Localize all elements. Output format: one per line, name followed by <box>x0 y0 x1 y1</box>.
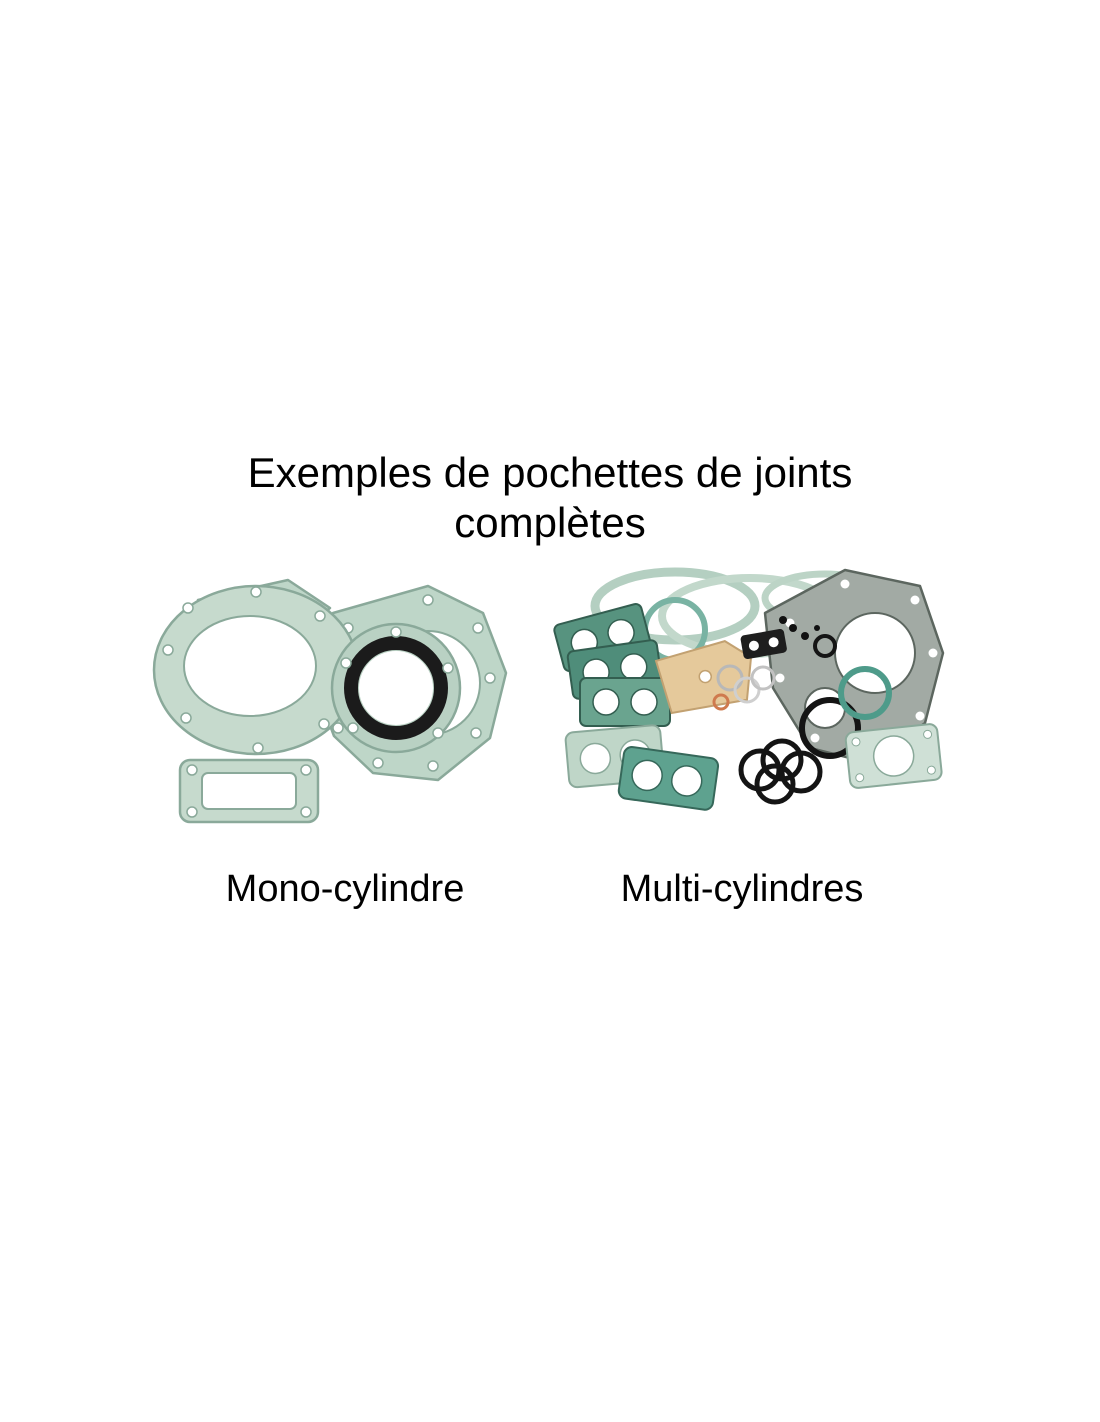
title-line-1: Exemples de pochettes de joints <box>247 449 853 496</box>
multi-cylinder-gasket-kit-illustration <box>553 567 945 811</box>
title-line-2: complètes <box>454 499 646 546</box>
head-gasket-black-ring-shape <box>330 622 462 754</box>
caption-mono-cylindre: Mono-cylindre <box>225 868 465 910</box>
multi-cylindres-photo <box>525 558 950 833</box>
small-black-flange-shape <box>740 616 837 660</box>
gray-crankcase-gasket-shape <box>763 568 945 765</box>
caption-multi-cylindres: Multi-cylindres <box>620 868 864 910</box>
o-ring-cluster-shape <box>738 697 861 805</box>
page-title: Exemples de pochettes de joints complète… <box>0 448 1100 548</box>
mono-cylinder-gasket-kit-illustration <box>152 578 508 824</box>
clutch-cover-gasket-shape <box>152 584 360 756</box>
right-head-gasket-shape <box>838 666 943 789</box>
mono-cylindre-photo <box>138 568 533 833</box>
base-rect-gasket-shape <box>178 758 320 824</box>
tan-paper-gasket-shape <box>654 640 753 715</box>
head-gasket-pair-shape <box>564 724 720 811</box>
washer-rings-shape <box>712 664 776 711</box>
exhaust-flange-gasket-stack-shape <box>553 603 671 727</box>
